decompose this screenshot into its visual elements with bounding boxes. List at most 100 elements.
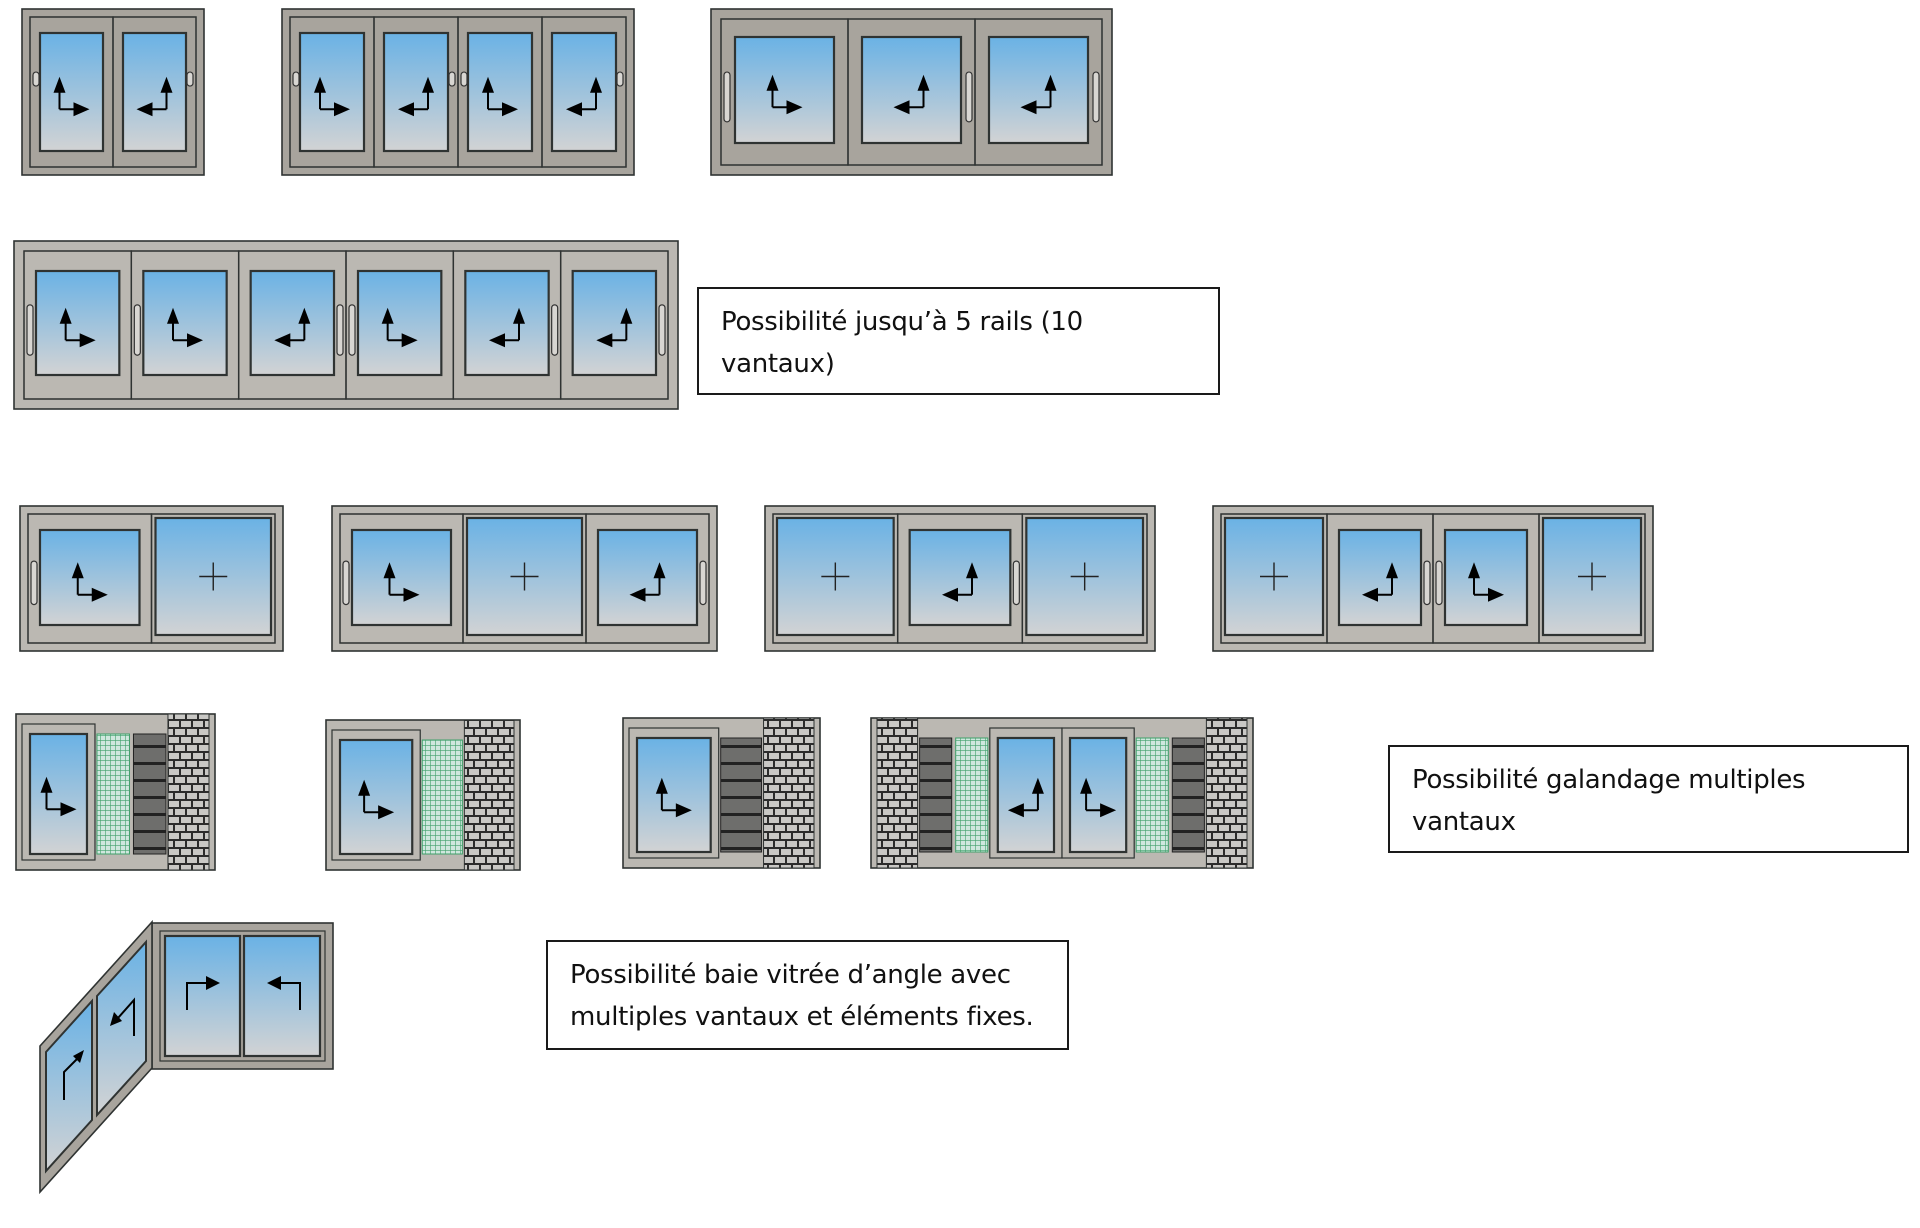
glass-pane: [1337, 528, 1423, 627]
window-galandage-moustiquaire: [325, 719, 521, 871]
arrowhead-left: [942, 587, 958, 602]
arrow-right-icon: [314, 76, 350, 117]
arrowhead-right: [73, 102, 90, 117]
insect-screen: [421, 739, 463, 855]
arrowhead: [110, 1012, 122, 1026]
panel-fixed: [150, 513, 276, 644]
panel-slide_right: [339, 513, 464, 644]
arrow-down-left-icon: [110, 997, 135, 1036]
panel-slide_left: [559, 250, 669, 400]
glass-pane: [550, 31, 618, 153]
arrowhead-right: [403, 587, 420, 602]
panel-slide_left: [373, 16, 459, 168]
rolling-shutter: [1171, 737, 1205, 853]
panel-fixed: [462, 513, 587, 644]
glass-pane: [28, 732, 89, 856]
handle-icon: [460, 71, 468, 87]
handle-icon: [30, 560, 38, 606]
panel-slide_right: [331, 729, 421, 861]
panel-slide_right: [130, 250, 240, 400]
brick-wall: [763, 717, 815, 869]
panel-slide_right: [345, 250, 455, 400]
arrowhead-right: [1488, 587, 1504, 602]
note-line: vantaux): [721, 349, 835, 379]
glass-pane: [163, 934, 242, 1058]
arrow-head-up: [1031, 777, 1044, 794]
arrow-head-up: [513, 307, 525, 324]
arrow-head-up: [1468, 562, 1480, 579]
handle-icon: [658, 304, 666, 356]
cross-lines: [821, 562, 850, 591]
arrow-head-up: [966, 562, 978, 579]
glass-pane: [733, 35, 836, 145]
glass-pane: [356, 269, 443, 377]
arrowhead-right: [786, 100, 803, 115]
handle-icon: [1012, 560, 1020, 606]
handle-icon: [448, 71, 456, 87]
arrow-head-up: [167, 307, 179, 324]
handle-icon: [348, 304, 356, 356]
arrow-head-up: [40, 776, 53, 793]
panel-slide_right: [628, 727, 720, 859]
glass-pane: [382, 31, 450, 153]
arrowhead-left: [136, 102, 153, 117]
window-2-vantaux-2-fixes: [1212, 505, 1654, 652]
arrow-head-up: [653, 562, 666, 579]
cross-lines: [510, 562, 539, 591]
handle-icon: [1435, 560, 1443, 606]
arrow-right-icon: [766, 74, 803, 115]
note-line: Possibilité galandage multiples: [1412, 765, 1806, 795]
note-galandage: Possibilité galandage multiples vantaux: [1388, 745, 1909, 853]
handle-icon: [32, 71, 40, 87]
glass-pane: [96, 939, 147, 1118]
panel-slide_left: [989, 727, 1063, 859]
arrowhead-right: [206, 976, 220, 990]
glass-pane: [121, 31, 188, 153]
arrow-left-icon: [489, 307, 525, 348]
arrow-head-up: [298, 307, 311, 324]
arrowhead: [73, 1050, 84, 1063]
arrow-left-icon: [629, 562, 666, 602]
arrow-head-up: [620, 307, 633, 324]
insect-screen: [96, 733, 130, 855]
panel-slide_left: [585, 513, 710, 644]
panel-slide_left: [237, 250, 347, 400]
arrow-up-right-icon: [63, 1050, 84, 1100]
panel-slide_left: [452, 250, 562, 400]
arrow-right-icon: [40, 776, 77, 817]
fixed-panel-cross-icon: [821, 562, 850, 591]
arrow-left-icon: [267, 976, 301, 1010]
panel-slide_right: [23, 250, 133, 400]
arrow-right-icon: [655, 777, 692, 818]
handle-icon: [26, 304, 34, 356]
rolling-shutter: [132, 733, 167, 855]
handle-icon: [699, 560, 707, 606]
arrowhead-left: [596, 333, 613, 348]
brick-wall: [167, 713, 210, 871]
arrow-left-icon: [398, 76, 434, 117]
sash: [112, 16, 197, 168]
arrowhead-left: [1020, 100, 1037, 115]
glass-pane: [142, 269, 228, 377]
arrow-stem: [117, 997, 135, 1036]
insect-screen: [1135, 737, 1169, 853]
arrow-head-up: [917, 74, 930, 91]
window-4-vantaux-2-rails: [281, 8, 635, 176]
arrowhead-left: [1007, 803, 1024, 818]
glass-pane: [249, 269, 336, 377]
arrow-stem: [186, 982, 208, 1010]
insect-screen: [955, 737, 989, 853]
arrow-head-up: [383, 562, 396, 579]
sash: [1021, 513, 1148, 644]
arrowhead-left: [629, 587, 646, 602]
glass-pane: [38, 31, 105, 153]
glass-pane: [635, 736, 712, 854]
arrow-right-icon: [358, 779, 395, 820]
arrow-right-icon: [71, 562, 108, 602]
glass-pane: [298, 31, 366, 153]
arrowhead-right: [675, 803, 692, 818]
arrow-left-icon: [1007, 777, 1044, 818]
arrow-left-icon: [566, 76, 602, 117]
arrow-left-icon: [596, 307, 633, 348]
